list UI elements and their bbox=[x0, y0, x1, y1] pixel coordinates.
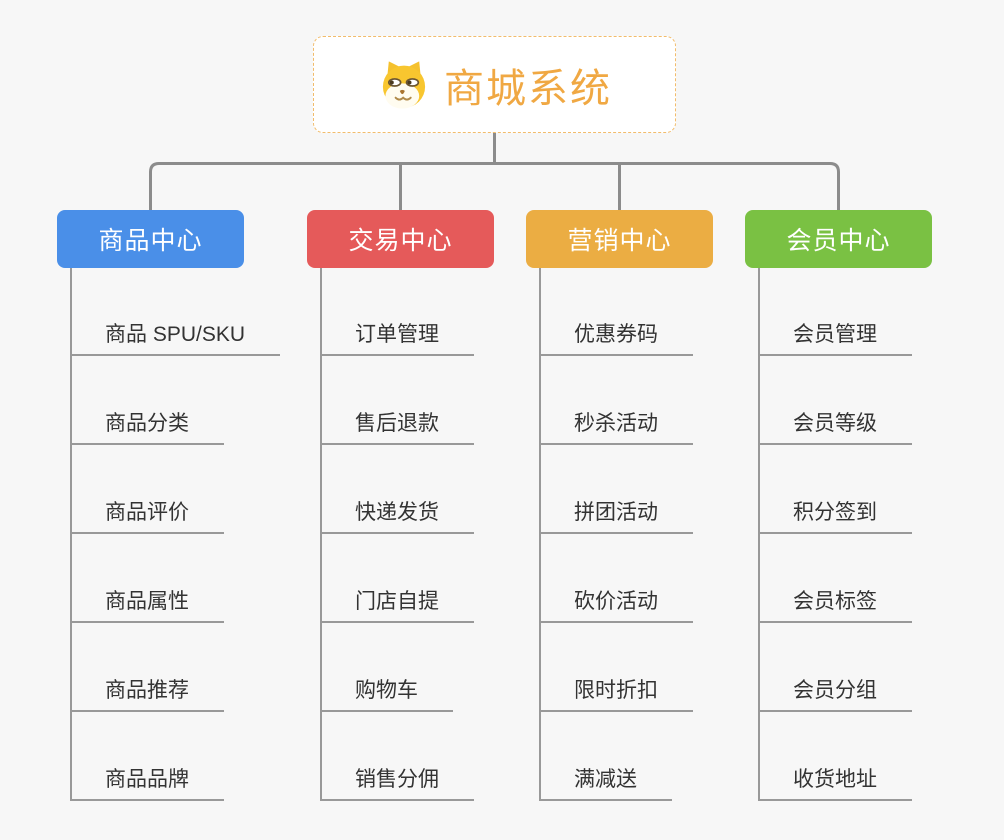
branch-node-marketing-center[interactable]: 营销中心 bbox=[526, 210, 713, 268]
leaf-node-product-recommend[interactable]: 商品推荐 bbox=[70, 678, 224, 712]
leaf-node-member-tag[interactable]: 会员标签 bbox=[758, 589, 912, 623]
leaf-node-product-category[interactable]: 商品分类 bbox=[70, 411, 224, 445]
leaf-list-member: 会员管理 会员等级 积分签到 会员标签 会员分组 收货地址 bbox=[758, 322, 912, 801]
branch-connector-line bbox=[70, 268, 72, 801]
leaf-list-trade: 订单管理 售后退款 快递发货 门店自提 购物车 销售分佣 bbox=[320, 322, 474, 801]
leaf-node-product-review[interactable]: 商品评价 bbox=[70, 500, 224, 534]
branch-connector-line bbox=[320, 268, 322, 801]
leaf-node-member-level[interactable]: 会员等级 bbox=[758, 411, 912, 445]
root-title: 商城系统 bbox=[444, 66, 612, 111]
leaf-node-member-management[interactable]: 会员管理 bbox=[758, 322, 912, 356]
leaf-node-product-spu-sku[interactable]: 商品 SPU/SKU bbox=[70, 322, 281, 356]
leaf-node-limited-time-discount[interactable]: 限时折扣 bbox=[539, 678, 693, 712]
dog-face-icon bbox=[382, 60, 426, 109]
branch-node-trade-center[interactable]: 交易中心 bbox=[307, 210, 494, 268]
leaf-node-group-buy[interactable]: 拼团活动 bbox=[539, 500, 693, 534]
leaf-node-sales-commission[interactable]: 销售分佣 bbox=[320, 767, 474, 801]
leaf-node-flash-sale[interactable]: 秒杀活动 bbox=[539, 411, 693, 445]
leaf-node-product-brand[interactable]: 商品品牌 bbox=[70, 767, 224, 801]
leaf-list-marketing: 优惠券码 秒杀活动 拼团活动 砍价活动 限时折扣 满减送 bbox=[539, 322, 693, 801]
leaf-node-member-group[interactable]: 会员分组 bbox=[758, 678, 912, 712]
leaf-node-shipping-address[interactable]: 收货地址 bbox=[758, 767, 912, 801]
leaf-node-bargain-activity[interactable]: 砍价活动 bbox=[539, 589, 693, 623]
branch-member-center: 会员中心 会员管理 会员等级 积分签到 会员标签 会员分组 收货地址 bbox=[745, 210, 932, 801]
branch-trade-center: 交易中心 订单管理 售后退款 快递发货 门店自提 购物车 销售分佣 bbox=[307, 210, 494, 801]
branch-marketing-center: 营销中心 优惠券码 秒杀活动 拼团活动 砍价活动 限时折扣 满减送 bbox=[526, 210, 713, 801]
leaf-node-shopping-cart[interactable]: 购物车 bbox=[320, 678, 453, 712]
branch-product-center: 商品中心 商品 SPU/SKU 商品分类 商品评价 商品属性 商品推荐 商品品牌 bbox=[57, 210, 281, 801]
leaf-node-full-reduction[interactable]: 满减送 bbox=[539, 767, 672, 801]
leaf-node-aftersale-refund[interactable]: 售后退款 bbox=[320, 411, 474, 445]
leaf-node-coupon-code[interactable]: 优惠券码 bbox=[539, 322, 693, 356]
leaf-node-express-delivery[interactable]: 快递发货 bbox=[320, 500, 474, 534]
branch-connector-line bbox=[539, 268, 541, 801]
leaf-list-product: 商品 SPU/SKU 商品分类 商品评价 商品属性 商品推荐 商品品牌 bbox=[70, 322, 281, 801]
leaf-node-product-attribute[interactable]: 商品属性 bbox=[70, 589, 224, 623]
leaf-node-store-pickup[interactable]: 门店自提 bbox=[320, 589, 474, 623]
branch-connector-line bbox=[758, 268, 760, 801]
leaf-node-points-checkin[interactable]: 积分签到 bbox=[758, 500, 912, 534]
branch-node-member-center[interactable]: 会员中心 bbox=[745, 210, 932, 268]
leaf-node-order-management[interactable]: 订单管理 bbox=[320, 322, 474, 356]
root-node-mall-system[interactable]: 商城系统 bbox=[313, 36, 676, 133]
branch-node-product-center[interactable]: 商品中心 bbox=[57, 210, 244, 268]
